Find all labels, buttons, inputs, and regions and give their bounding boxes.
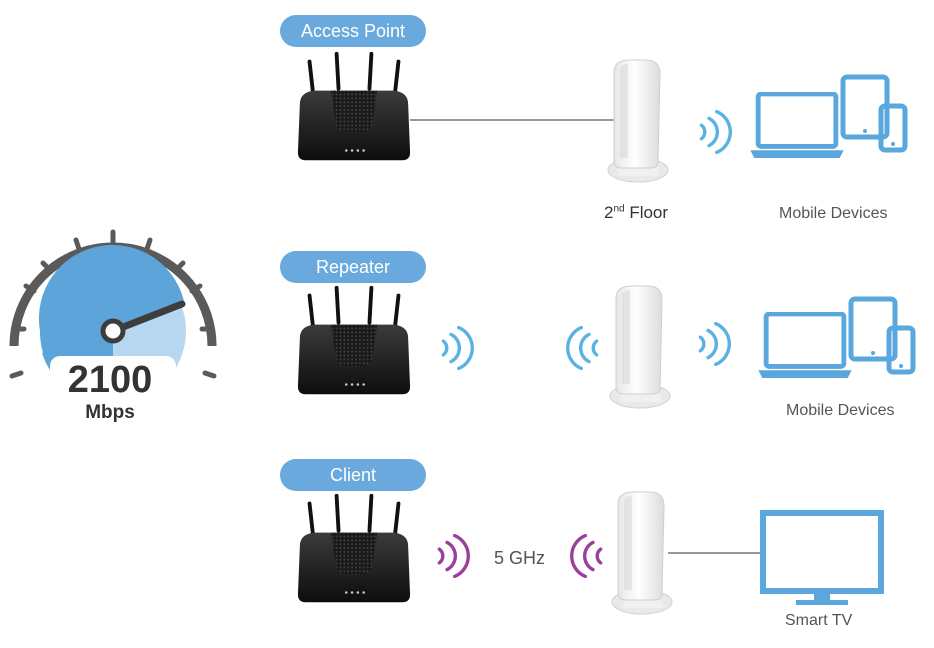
laptop-icon [748, 92, 846, 160]
floor-label: 2nd Floor [604, 203, 669, 222]
speed-value: 2100 [67, 359, 153, 401]
wifi-waves-icon [436, 528, 470, 584]
mobile-devices-label: Mobile Devices [786, 402, 895, 419]
wifi-waves-icon [566, 320, 600, 376]
smart-tv-label: Smart TV [785, 612, 853, 629]
router-icon [296, 284, 412, 400]
smartphone-icon [886, 324, 916, 376]
wifi-waves-icon [440, 320, 474, 376]
speedometer-icon [9, 229, 217, 406]
smartphone-icon [878, 102, 908, 154]
extender-icon [602, 284, 672, 414]
router-icon [296, 50, 412, 166]
mode-pill-client: Client [280, 459, 426, 491]
speed-unit: Mbps [85, 402, 135, 423]
extender-icon [600, 58, 670, 188]
wifi-waves-icon [697, 316, 731, 372]
tv-icon [760, 510, 884, 605]
mobile-devices-label: Mobile Devices [779, 205, 888, 222]
mode-pill-repeater: Repeater [280, 251, 426, 283]
band-label: 5 GHz [494, 548, 546, 568]
mode-pill-access-point: Access Point [280, 15, 426, 47]
router-icon [296, 492, 412, 608]
wifi-waves-icon [570, 528, 604, 584]
wifi-waves-icon [698, 104, 732, 160]
ethernet-line [668, 552, 762, 554]
laptop-icon [756, 312, 854, 380]
ethernet-line [410, 119, 620, 121]
extender-icon [604, 490, 674, 620]
